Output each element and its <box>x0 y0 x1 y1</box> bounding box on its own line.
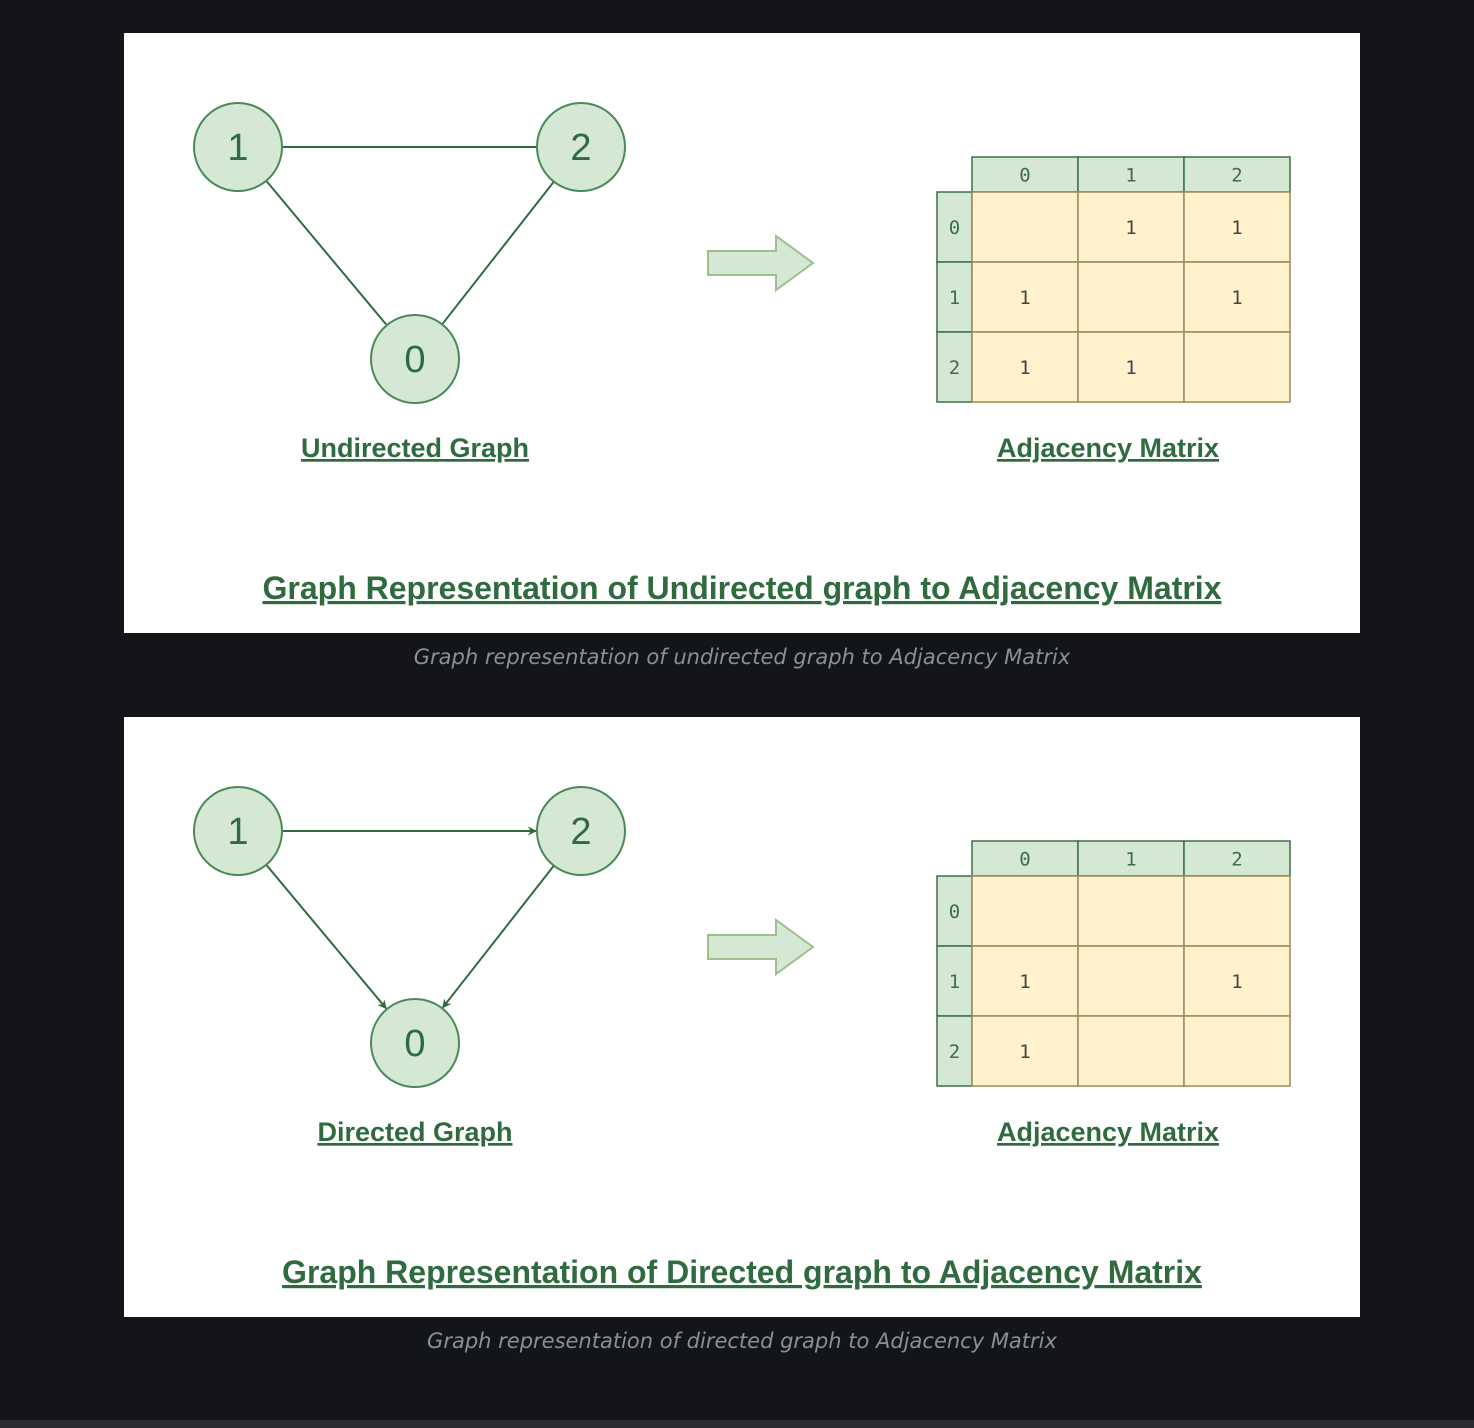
edge-2-0 <box>441 865 555 1009</box>
matrix-col-header-label: 1 <box>1125 849 1136 871</box>
figure-caption: Graph representation of directed graph t… <box>427 1329 1057 1353</box>
matrix-cell-value: 1 <box>1231 287 1242 309</box>
graph-label: Directed Graph <box>317 1117 512 1147</box>
matrix-cell <box>1077 1015 1185 1087</box>
diagram-title: Graph Representation of Directed graph t… <box>282 1254 1202 1290</box>
matrix-cell-value: 1 <box>1125 357 1136 379</box>
matrix-col-header-label: 1 <box>1125 165 1136 187</box>
node-label-2: 2 <box>570 811 591 853</box>
matrix-cell-value: 1 <box>1019 1041 1030 1063</box>
matrix-cell <box>1183 331 1291 403</box>
matrix-cell <box>1077 875 1185 947</box>
matrix-cell <box>1077 945 1185 1017</box>
matrix-cell <box>1077 331 1185 403</box>
matrix-col-header <box>1183 840 1291 877</box>
right-arrow-icon <box>707 234 815 292</box>
matrix-cell <box>971 331 1079 403</box>
node-label-2: 2 <box>570 127 591 169</box>
graph-label: Undirected Graph <box>301 433 529 463</box>
matrix-row-header-label: 2 <box>949 357 960 379</box>
matrix-row-header-label: 2 <box>949 1041 960 1063</box>
matrix-col-header-label: 0 <box>1019 849 1030 871</box>
edge-1-0 <box>265 864 387 1010</box>
matrix-row-header-label: 0 <box>949 217 960 239</box>
matrix-cell-value: 1 <box>1231 217 1242 239</box>
matrix-label: Adjacency Matrix <box>997 433 1219 463</box>
matrix-cell <box>1077 261 1185 333</box>
matrix-cell <box>971 945 1079 1017</box>
node-0 <box>370 998 460 1088</box>
node-1 <box>193 786 283 876</box>
matrix-cell <box>1183 191 1291 263</box>
node-2 <box>536 786 626 876</box>
matrix-row-header <box>936 1015 973 1087</box>
matrix-col-header <box>1077 156 1185 193</box>
matrix-cell <box>971 875 1079 947</box>
matrix-cell <box>971 261 1079 333</box>
node-label-0: 0 <box>404 1023 425 1065</box>
matrix-cell-value: 1 <box>1019 971 1030 993</box>
matrix-row-header <box>936 331 973 403</box>
edge-1-0 <box>265 180 387 326</box>
bottom-strip <box>0 1420 1474 1428</box>
matrix-cell <box>1077 191 1185 263</box>
node-label-1: 1 <box>227 127 248 169</box>
matrix-cell-value: 1 <box>1019 357 1030 379</box>
node-2 <box>536 102 626 192</box>
figure-caption: Graph representation of undirected graph… <box>413 645 1071 669</box>
matrix-row-header <box>936 191 973 263</box>
matrix-cell-value: 1 <box>1019 287 1030 309</box>
matrix-col-header <box>1077 840 1185 877</box>
right-arrow-icon <box>707 918 815 976</box>
matrix-row-header <box>936 875 973 947</box>
matrix-cell <box>971 191 1079 263</box>
node-label-1: 1 <box>227 811 248 853</box>
edge-2-0 <box>441 181 555 325</box>
matrix-col-header-label: 0 <box>1019 165 1030 187</box>
matrix-cell-value: 1 <box>1231 971 1242 993</box>
node-0 <box>370 314 460 404</box>
diagram-title: Graph Representation of Undirected graph… <box>263 570 1222 606</box>
matrix-cell <box>971 1015 1079 1087</box>
matrix-col-header-label: 2 <box>1231 849 1242 871</box>
matrix-cell <box>1183 261 1291 333</box>
matrix-col-header-label: 2 <box>1231 165 1242 187</box>
matrix-col-header <box>971 840 1079 877</box>
matrix-cell <box>1183 1015 1291 1087</box>
node-1 <box>193 102 283 192</box>
matrix-label: Adjacency Matrix <box>997 1117 1219 1147</box>
matrix-cell <box>1183 875 1291 947</box>
matrix-cell-value: 1 <box>1125 217 1136 239</box>
matrix-row-header <box>936 261 973 333</box>
matrix-row-header-label: 1 <box>949 287 960 309</box>
matrix-row-header-label: 0 <box>949 901 960 923</box>
matrix-row-header-label: 1 <box>949 971 960 993</box>
node-label-0: 0 <box>404 339 425 381</box>
